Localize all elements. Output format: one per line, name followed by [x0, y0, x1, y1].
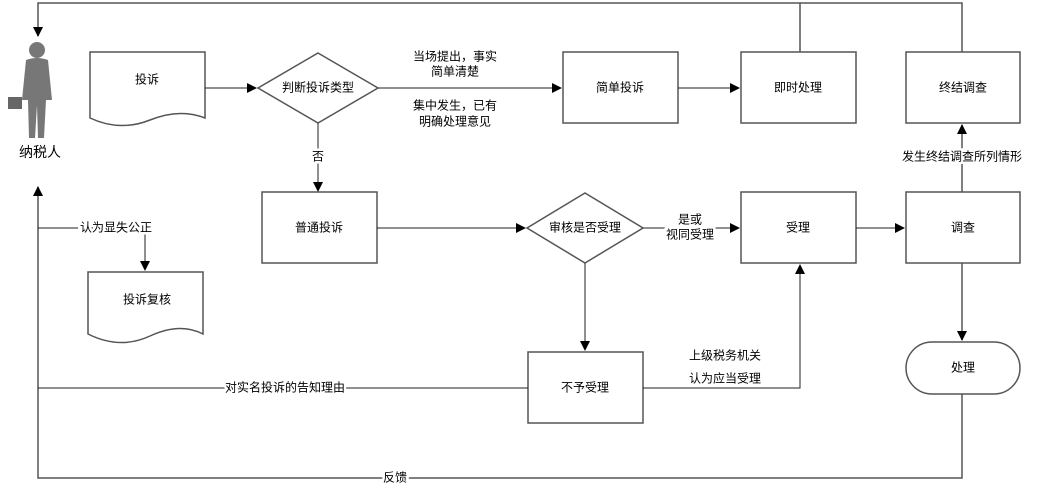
reject-box[interactable] [527, 351, 644, 424]
simple-complaint-label: 简单投诉 [596, 80, 644, 95]
edge-label: 视同受理 [666, 227, 714, 242]
review-label: 投诉复核 [123, 292, 171, 307]
handle-terminal[interactable] [905, 341, 1021, 395]
end-investigation-box[interactable] [905, 51, 1021, 124]
edge-label: 发生终结调查所列情形 [902, 149, 1022, 164]
edge-label: 是或 [678, 213, 702, 227]
reject-label: 不予受理 [561, 381, 609, 395]
edge-label: 当场提出，事实 [413, 49, 497, 64]
taxpayer-label: 纳税人 [19, 145, 61, 161]
review-document[interactable] [87, 271, 204, 344]
top-line-end [800, 2, 963, 52]
edge-label: 认为应当受理 [689, 371, 761, 386]
judge-type-label: 判断投诉类型 [282, 80, 354, 95]
edge-label: 反馈 [383, 471, 407, 485]
edge-label: 明确处理意见 [419, 114, 491, 129]
edge-label: 认为显失公正 [80, 220, 152, 235]
taxpayer-person-icon [8, 42, 52, 138]
top-return-line [33, 2, 801, 52]
edge-label: 上级税务机关 [689, 348, 761, 363]
simple-complaint-box[interactable] [562, 51, 679, 124]
immediate-handling-box[interactable] [740, 51, 857, 124]
review-accept-label: 审核是否受理 [549, 220, 621, 235]
immediate-handling-label: 即时处理 [774, 81, 822, 95]
complaint-document[interactable] [89, 51, 206, 127]
end-investigation-label: 终结调查 [939, 80, 987, 95]
arrow [38, 227, 150, 271]
edge-label: 简单清楚 [431, 65, 479, 79]
investigate-label: 调查 [951, 221, 975, 235]
handle-label: 处理 [951, 361, 975, 375]
accept-label: 受理 [786, 221, 810, 235]
arrow [643, 264, 805, 389]
investigate-box[interactable] [905, 191, 1021, 264]
ordinary-complaint-label: 普通投诉 [295, 220, 343, 235]
feedback-line [33, 186, 963, 479]
edge-label: 集中发生，已有 [413, 98, 497, 113]
accept-box[interactable] [740, 191, 857, 264]
edge-label: 对实名投诉的告知理由 [225, 380, 345, 395]
edge-label: 否 [312, 150, 324, 164]
complaint-label: 投诉 [135, 72, 159, 87]
